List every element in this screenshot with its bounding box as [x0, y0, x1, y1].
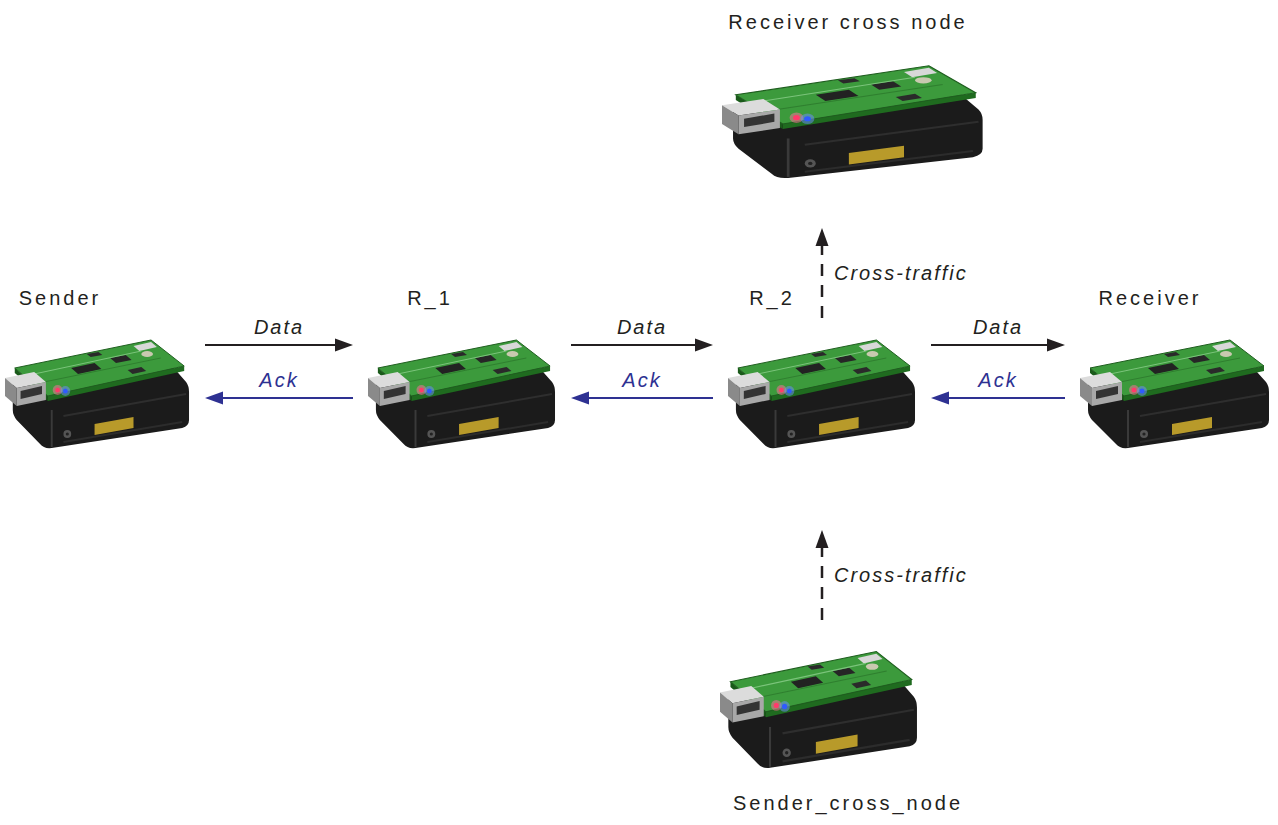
link-arrow — [205, 392, 353, 405]
arrow-line — [931, 344, 1051, 346]
link-arrow — [571, 339, 713, 352]
edge-label: Cross-traffic — [834, 563, 968, 587]
mote-illustration — [5, 320, 190, 450]
edge-label: Data — [617, 315, 667, 339]
sensor-mote-node: R_1 — [368, 320, 556, 450]
mote-picture — [720, 652, 917, 768]
mote-picture — [368, 340, 555, 448]
arrow-line — [571, 344, 699, 346]
arrow-head — [816, 228, 829, 246]
arrow-head — [695, 339, 713, 352]
mote-illustration — [720, 630, 918, 770]
edge-label: Data — [254, 315, 304, 339]
arrow-line — [219, 397, 353, 399]
edge-label: Cross-traffic — [834, 261, 968, 285]
arrow-head — [816, 530, 829, 548]
mote-illustration — [1080, 320, 1270, 450]
arrow-head — [335, 339, 353, 352]
mote-illustration — [722, 45, 984, 180]
edge-label: Data — [973, 315, 1023, 339]
mote-picture — [728, 340, 915, 448]
sensor-mote-node: Sender_cross_node — [720, 630, 918, 770]
edge-label: Ack — [978, 368, 1017, 392]
sensor-mote-node: R_2 — [728, 320, 916, 450]
arrow-head — [1047, 339, 1065, 352]
edge-label: Ack — [259, 368, 298, 392]
cross-traffic-arrow — [816, 228, 829, 318]
link-arrow — [931, 392, 1065, 405]
arrow-line — [821, 242, 824, 318]
mote-picture — [1080, 340, 1269, 448]
mote-illustration — [728, 320, 916, 450]
arrow-line — [585, 397, 713, 399]
mote-picture — [5, 340, 189, 448]
arrow-line — [205, 344, 339, 346]
link-arrow — [205, 339, 353, 352]
arrow-line — [945, 397, 1065, 399]
sensor-mote-node: Sender — [5, 320, 190, 450]
node-name: Receiver cross node — [728, 10, 967, 34]
cross-traffic-arrow — [816, 530, 829, 620]
arrow-head — [931, 392, 949, 405]
edge-label: Ack — [622, 368, 661, 392]
sensor-mote-node: Receiver — [1080, 320, 1270, 450]
node-name: R_1 — [407, 286, 453, 310]
node-name: Receiver — [1099, 286, 1202, 310]
node-name: R_2 — [749, 286, 795, 310]
mote-picture — [722, 66, 983, 178]
arrow-head — [571, 392, 589, 405]
sensor-mote-node: Receiver cross node — [722, 45, 984, 180]
link-arrow — [571, 392, 713, 405]
node-name: Sender_cross_node — [733, 791, 963, 815]
link-arrow — [931, 339, 1065, 352]
mote-illustration — [368, 320, 556, 450]
arrow-line — [821, 544, 824, 620]
node-name: Sender — [19, 286, 102, 310]
arrow-head — [205, 392, 223, 405]
